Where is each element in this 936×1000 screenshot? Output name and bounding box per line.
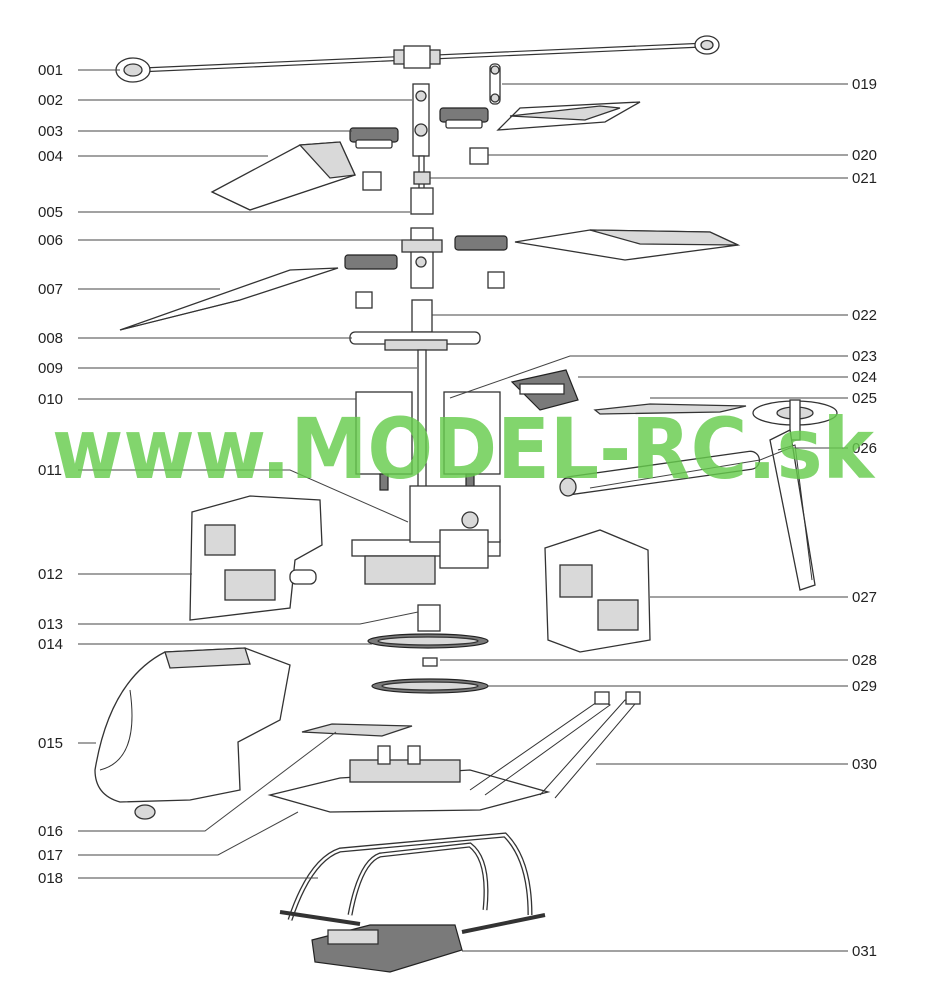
part-upper-blade-right	[496, 101, 641, 131]
label-019: 019	[852, 76, 877, 93]
label-025: 025	[852, 390, 877, 407]
part-canopy	[94, 647, 291, 820]
part-lower-gear	[371, 678, 489, 694]
part-landing-skids	[279, 832, 546, 934]
label-029: 029	[852, 678, 877, 695]
label-011: 011	[38, 462, 62, 479]
part-upper-grips	[349, 107, 489, 149]
part-lower-hub	[401, 227, 443, 289]
part-lower-grip-left	[344, 254, 398, 270]
part-spacer	[422, 657, 438, 667]
part-lower-clamp-b	[487, 271, 505, 289]
label-001: 001	[38, 62, 63, 79]
part-collar	[413, 171, 431, 185]
part-small-clamp-a	[469, 147, 489, 165]
part-servo-bracket	[510, 369, 579, 411]
label-022: 022	[852, 307, 877, 324]
watermark-text: www.MODEL-RC.sk	[52, 400, 876, 498]
label-013: 013	[38, 616, 63, 633]
part-lower-frame	[267, 691, 641, 813]
label-004: 004	[38, 148, 63, 165]
label-016: 016	[38, 823, 63, 840]
label-005: 005	[38, 204, 63, 221]
part-receiver-board	[311, 924, 463, 973]
label-023: 023	[852, 348, 877, 365]
label-003: 003	[38, 123, 63, 140]
part-upper-gear	[367, 633, 489, 649]
label-012: 012	[38, 566, 63, 583]
label-007: 007	[38, 281, 63, 298]
label-030: 030	[852, 756, 877, 773]
part-tail-assembly	[559, 399, 838, 591]
part-sleeve	[410, 187, 434, 215]
part-left-frame	[189, 495, 323, 621]
part-tail-plate	[593, 403, 747, 415]
label-024: 024	[852, 369, 877, 386]
labels-left: 001 002 003 004 005 006 007 008 009 010 …	[38, 62, 63, 887]
part-upper-blade-left	[210, 141, 356, 211]
label-010: 010	[38, 391, 63, 408]
label-006: 006	[38, 232, 63, 249]
label-015: 015	[38, 735, 63, 752]
label-026: 026	[852, 440, 877, 457]
label-021: 021	[852, 170, 877, 187]
label-009: 009	[38, 360, 63, 377]
part-small-clamp-b	[362, 171, 382, 191]
part-main-frame	[351, 485, 501, 585]
labels-right: 019 020 021 022 023 024 025 026 027 028 …	[852, 76, 877, 960]
label-008: 008	[38, 330, 63, 347]
label-020: 020	[852, 147, 877, 164]
part-right-frame	[544, 529, 651, 653]
part-linkage-rod	[489, 63, 501, 105]
label-002: 002	[38, 92, 63, 109]
label-028: 028	[852, 652, 877, 669]
part-flybar	[115, 35, 720, 83]
part-lower-clamp-a	[355, 291, 373, 309]
label-017: 017	[38, 847, 63, 864]
part-lower-blade-left	[119, 267, 339, 331]
label-014: 014	[38, 636, 63, 653]
label-031: 031	[852, 943, 877, 960]
part-swashplate	[349, 331, 481, 351]
part-lower-grip-right	[454, 235, 508, 251]
part-clear-plate	[301, 723, 413, 737]
part-motors	[355, 391, 501, 491]
leader-lines	[78, 69, 848, 952]
part-lower-blade-right	[514, 229, 741, 261]
label-027: 027	[852, 589, 877, 606]
part-lower-sleeve	[411, 299, 433, 333]
parts-drawing	[94, 35, 838, 973]
part-shaft-collar	[417, 604, 441, 632]
label-018: 018	[38, 870, 63, 887]
